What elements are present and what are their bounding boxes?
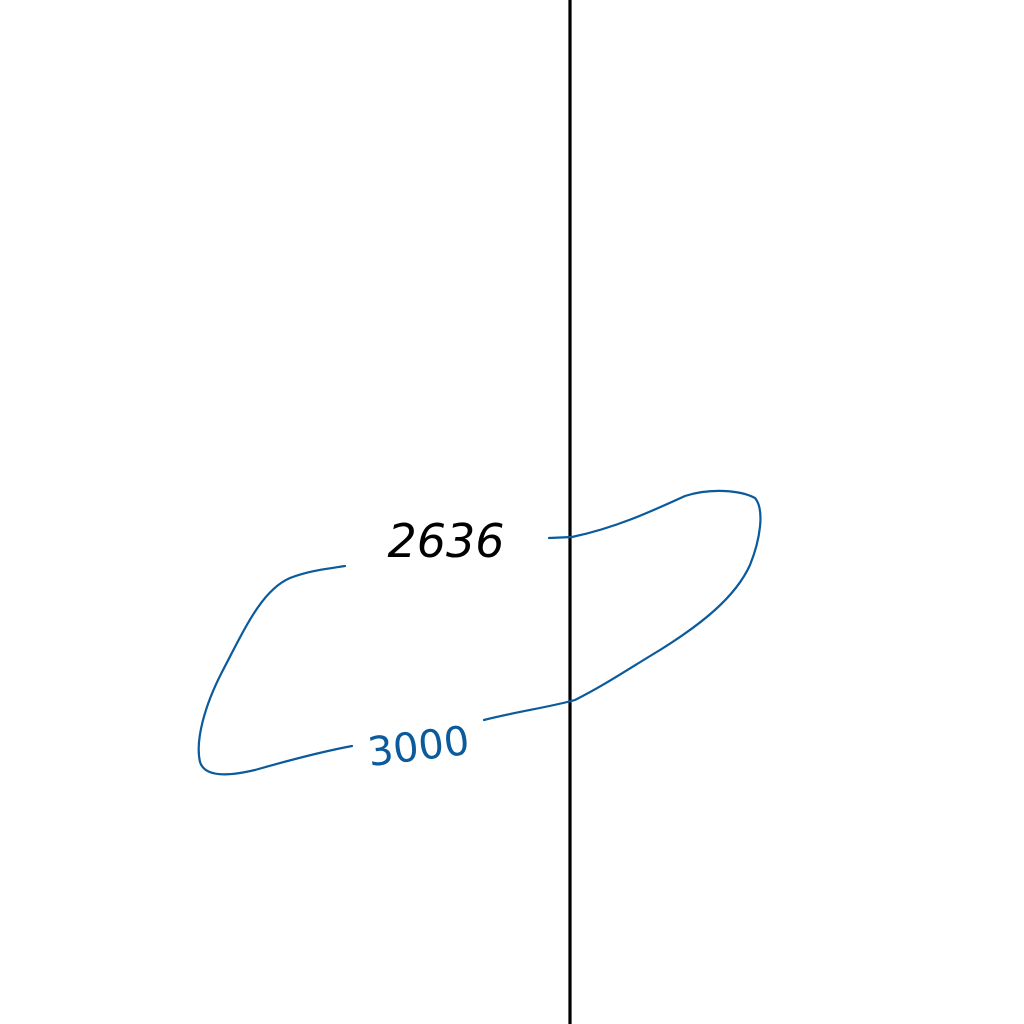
contour-label: 3000 [365, 718, 472, 776]
contour-line-3000-lower [197, 564, 354, 776]
contour-line-3000 [482, 489, 762, 722]
spot-elevation-label: 2636 [387, 514, 504, 568]
